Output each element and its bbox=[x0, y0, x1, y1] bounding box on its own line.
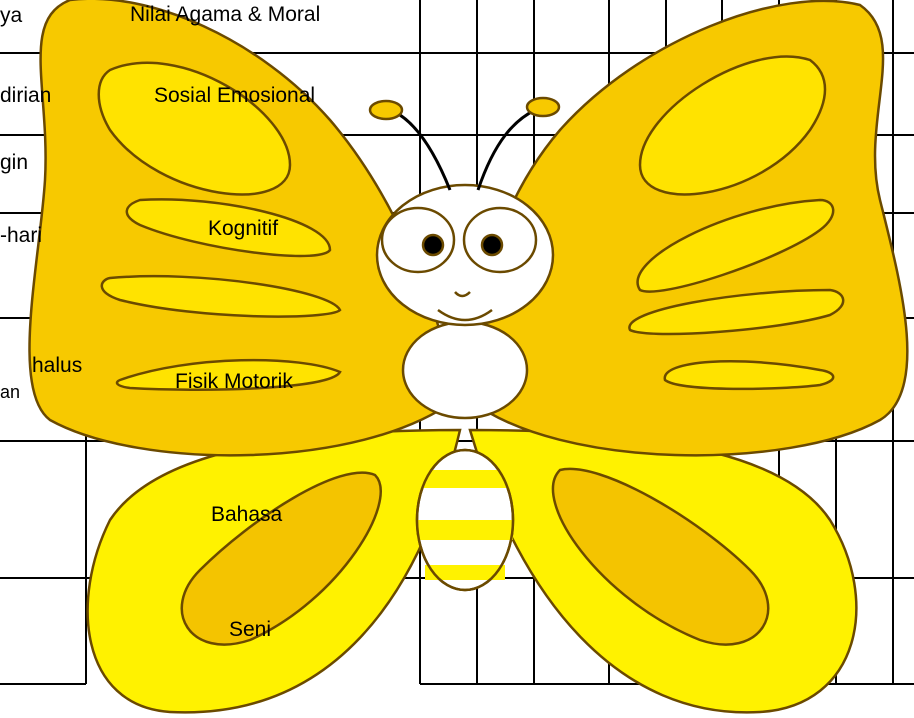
aspect-label-fisik-motorik: Fisik Motorik bbox=[175, 371, 293, 392]
aspect-label-seni: Seni bbox=[229, 619, 271, 640]
left-cell-fragment-6: an bbox=[0, 383, 20, 401]
left-cell-fragment-5: halus bbox=[32, 355, 82, 376]
left-cell-fragment-1: ya bbox=[0, 5, 22, 26]
left-cell-fragment-4: -hari bbox=[0, 225, 42, 246]
left-cell-fragment-3: gin bbox=[0, 152, 28, 173]
aspect-label-kognitif: Kognitif bbox=[208, 218, 278, 239]
aspect-label-sosial-emosional: Sosial Emosional bbox=[154, 85, 315, 106]
aspect-label-agama-moral: Nilai Agama & Moral bbox=[130, 4, 320, 25]
left-cell-fragment-2: dirian bbox=[0, 85, 51, 106]
aspect-label-bahasa: Bahasa bbox=[211, 504, 282, 525]
